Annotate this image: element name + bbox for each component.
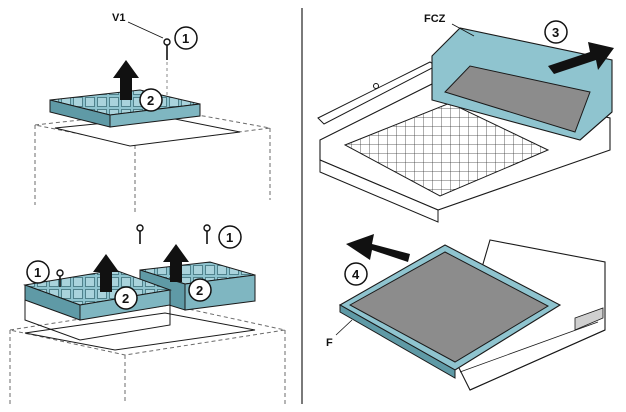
lift-arrow-icon: [93, 254, 119, 292]
callout-2: 2: [114, 286, 138, 310]
slide-arrow-icon: [548, 42, 614, 74]
callout-1: 1: [26, 260, 50, 284]
label-fcz: FCZ: [424, 13, 446, 25]
callout-2: 2: [139, 88, 163, 112]
svg-text:1: 1: [182, 31, 189, 46]
label-v1: V1: [112, 12, 125, 24]
grease-grid: [343, 102, 550, 197]
callout-1: 1: [218, 225, 242, 249]
label-f: F: [326, 337, 333, 349]
svg-text:2: 2: [122, 291, 129, 306]
screw-icon: [136, 224, 144, 244]
callout-3: 3: [544, 20, 568, 44]
svg-text:1: 1: [34, 265, 41, 280]
screw-icon: [163, 38, 171, 60]
screw-icon: [56, 269, 64, 287]
callout-2: 2: [188, 278, 212, 302]
slide-arrow-icon: [346, 234, 410, 262]
right-top-scene: FCZ 3: [317, 13, 614, 223]
svg-text:4: 4: [352, 267, 360, 282]
svg-text:3: 3: [552, 25, 559, 40]
left-bottom-scene: 1 1 2 2: [9, 224, 286, 404]
lift-arrow-icon: [163, 244, 189, 282]
screw-icon: [203, 224, 211, 244]
svg-text:1: 1: [226, 230, 233, 245]
lift-arrow-icon: [113, 60, 139, 100]
svg-text:2: 2: [147, 93, 154, 108]
svg-text:2: 2: [196, 283, 203, 298]
carbon-filter-top: [49, 89, 201, 128]
filter-f: [338, 244, 562, 379]
callout-1: 1: [174, 26, 198, 50]
callout-4: 4: [344, 262, 368, 286]
right-bottom-scene: 4 F: [326, 234, 606, 391]
fcz-filter: [431, 27, 613, 141]
left-top-scene: V1 1 2: [34, 12, 271, 215]
